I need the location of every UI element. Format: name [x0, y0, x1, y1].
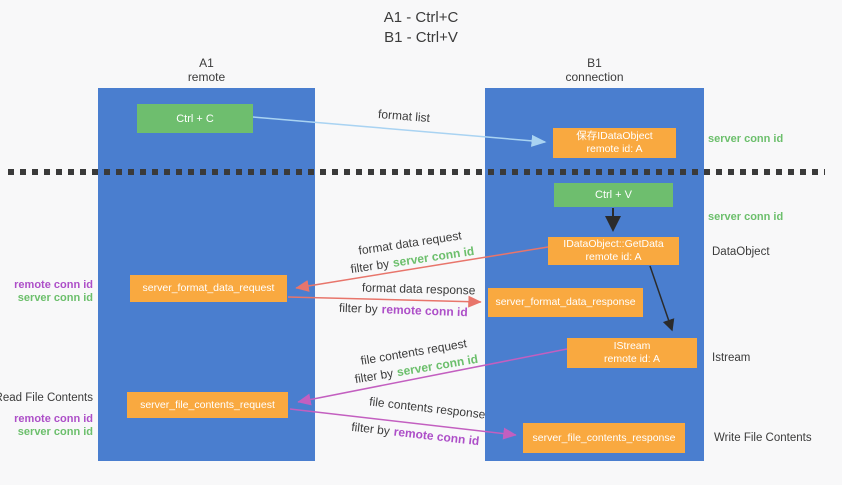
format-response-label: server_format_data_response	[495, 296, 636, 308]
machine-boundary-dotted-line	[8, 169, 825, 175]
idataobject-getdata-node: IDataObject::GetData remote id: A	[548, 237, 679, 265]
right-server-conn-id-label-2: server conn id	[708, 211, 784, 223]
write-file-contents-annotation: Write File Contents	[714, 432, 812, 444]
server-format-data-request-node: server_format_data_request	[130, 275, 287, 302]
save-idataobject-node: 保存IDataObject remote id: A	[553, 128, 676, 158]
left-server-conn-id-label-1: server conn id	[17, 292, 93, 304]
istream-annotation: Istream	[712, 352, 751, 364]
remote-conn-id-key: remote conn id	[381, 302, 468, 320]
getdata-remote-id: remote id: A	[585, 251, 642, 263]
file-contents-request-arrow	[297, 348, 568, 406]
lane-a1-role: remote	[187, 70, 226, 84]
format-request-label: server_format_data_request	[142, 282, 275, 294]
file-request-label: server_file_contents_request	[140, 398, 275, 411]
istream-node: IStream remote id: A	[567, 338, 697, 368]
dataobject-annotation: DataObject	[712, 246, 770, 258]
read-file-contents-annotation: Read File Contents	[0, 392, 93, 404]
filter-by-text: filter by	[338, 300, 378, 317]
save-idataobject-title: 保存IDataObject	[576, 130, 653, 142]
format-list-arrow	[252, 116, 547, 147]
lane-a1-id: A1	[199, 56, 214, 70]
lane-b1-role: connection	[565, 70, 624, 84]
file-contents-response-arrow	[289, 408, 517, 440]
ctrl-c-label: Ctrl + C	[176, 112, 214, 125]
left-remote-conn-id-label-1: remote conn id	[14, 279, 93, 291]
left-remote-conn-id-label-2: remote conn id	[14, 413, 93, 425]
lane-header-a1: A1 remote	[98, 56, 315, 84]
ctrl-c-node: Ctrl + C	[137, 104, 253, 133]
getdata-to-istream-arrow	[649, 265, 675, 332]
left-server-conn-id-label-2: server conn id	[17, 426, 93, 438]
title-line-2: B1 - Ctrl+V	[384, 29, 458, 46]
format-data-request-arrow	[295, 246, 549, 292]
server-file-contents-request-node: server_file_contents_request	[127, 392, 288, 418]
lane-header-b1: B1 connection	[485, 56, 704, 84]
format-data-response-arrow	[287, 295, 482, 308]
server-format-data-response-node: server_format_data_response	[488, 288, 643, 317]
save-idataobject-remote-id: remote id: A	[586, 143, 643, 155]
ctrl-v-node: Ctrl + V	[554, 183, 673, 207]
getdata-title: IDataObject::GetData	[563, 238, 664, 250]
istream-title: IStream	[613, 340, 651, 352]
ctrl-v-label: Ctrl + V	[595, 189, 632, 201]
format-data-response-label: format data response	[361, 280, 476, 298]
diagram-title: A1 - Ctrl+C B1 - Ctrl+V	[0, 8, 842, 48]
lane-b1-id: B1	[587, 56, 602, 70]
file-response-label: server_file_contents_response	[532, 431, 676, 444]
server-file-contents-response-node: server_file_contents_response	[523, 423, 685, 453]
right-server-conn-id-label-1: server conn id	[708, 133, 784, 145]
title-line-1: A1 - Ctrl+C	[383, 9, 459, 26]
istream-remote-id: remote id: A	[603, 353, 661, 365]
